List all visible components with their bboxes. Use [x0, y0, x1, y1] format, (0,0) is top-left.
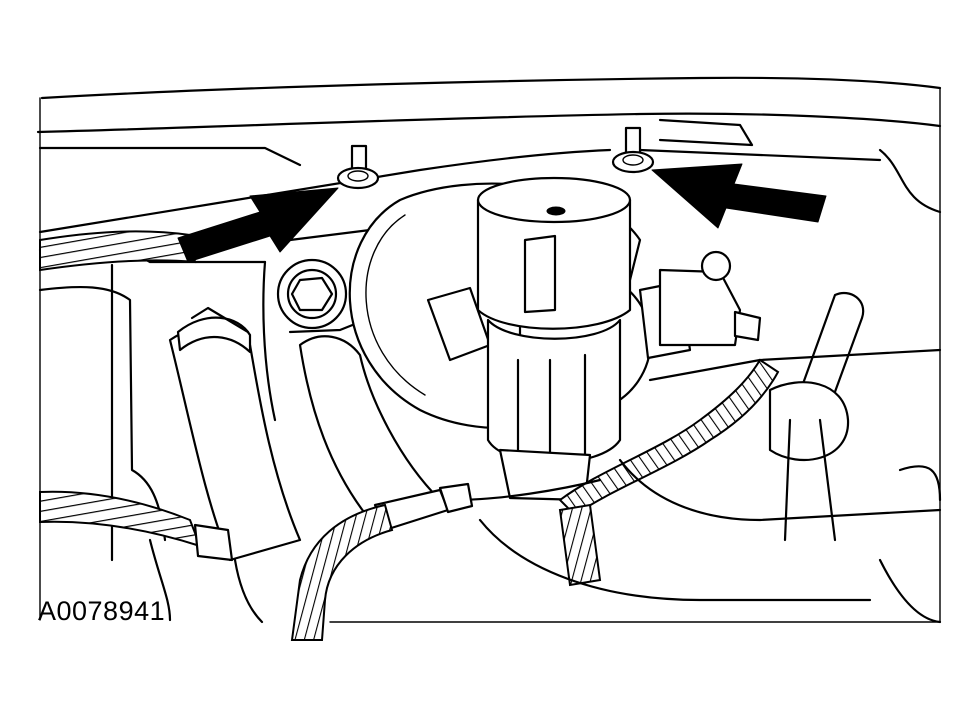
harness-lower-middle [290, 503, 394, 641]
figure-label: A0078941 [38, 596, 166, 626]
solenoid-valve [476, 176, 762, 502]
coolant-hose-left [168, 306, 302, 562]
cowl-panel [36, 76, 942, 234]
mounting-stud-left [336, 144, 380, 190]
coolant-hose-middle [298, 335, 442, 522]
harness-lower-center [558, 503, 602, 587]
mounting-stud-right [611, 126, 655, 174]
figure-frame [39, 87, 941, 623]
harness-lower-left [39, 490, 202, 548]
vacuum-hose-right [768, 292, 865, 542]
hex-bolt [276, 258, 348, 330]
arrow-left-stud [177, 187, 339, 263]
harness-center-right [558, 358, 780, 517]
connector-lower-left [148, 523, 264, 624]
harness-upper-left [39, 230, 197, 272]
lower-right-components [478, 348, 942, 624]
arrow-right-stud [651, 163, 827, 229]
